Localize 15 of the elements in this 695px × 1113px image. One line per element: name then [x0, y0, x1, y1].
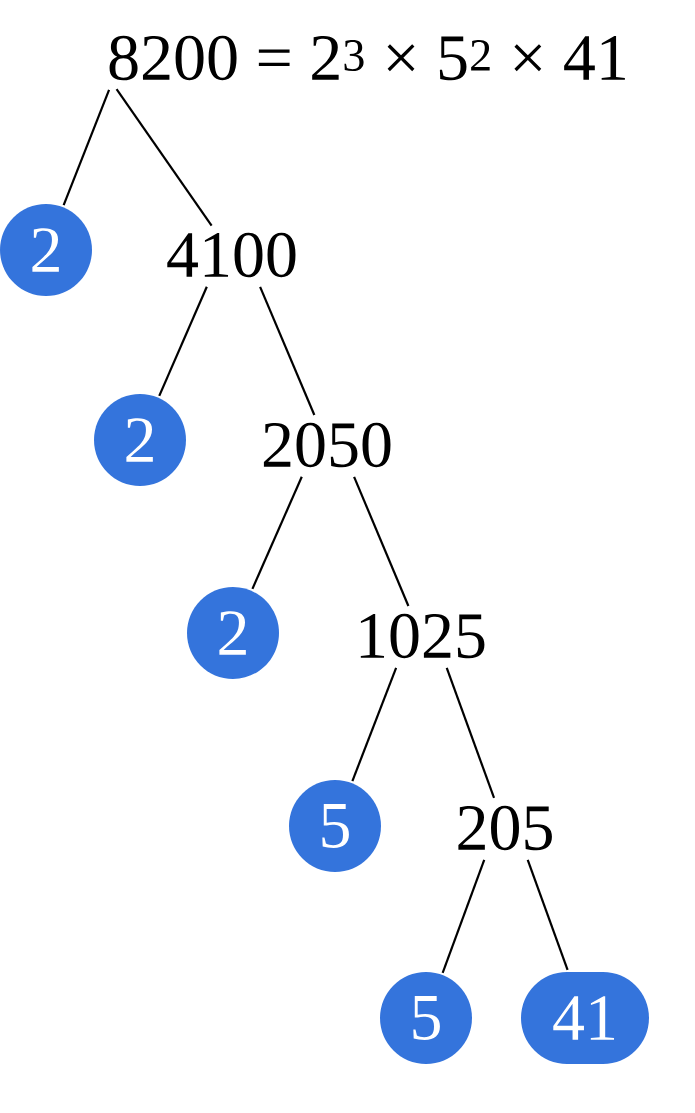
equation: 8200 = 2$^{3}$ × 5$^{2}$ × 41 [109, 35, 625, 81]
branch-line [445, 667, 496, 799]
number-label: 2050 [263, 422, 391, 468]
branch-line [526, 859, 569, 971]
branch-line [441, 859, 486, 974]
branch-line [251, 476, 303, 590]
branch-line [62, 89, 111, 206]
branch-line [351, 667, 398, 782]
branch-line [115, 88, 213, 227]
branch-line [353, 476, 410, 607]
number-label: 1025 [360, 613, 485, 659]
branch-line [158, 286, 208, 397]
number-label: 4100 [167, 232, 296, 278]
number-label: 205 [458, 805, 552, 851]
branch-line [259, 286, 316, 416]
